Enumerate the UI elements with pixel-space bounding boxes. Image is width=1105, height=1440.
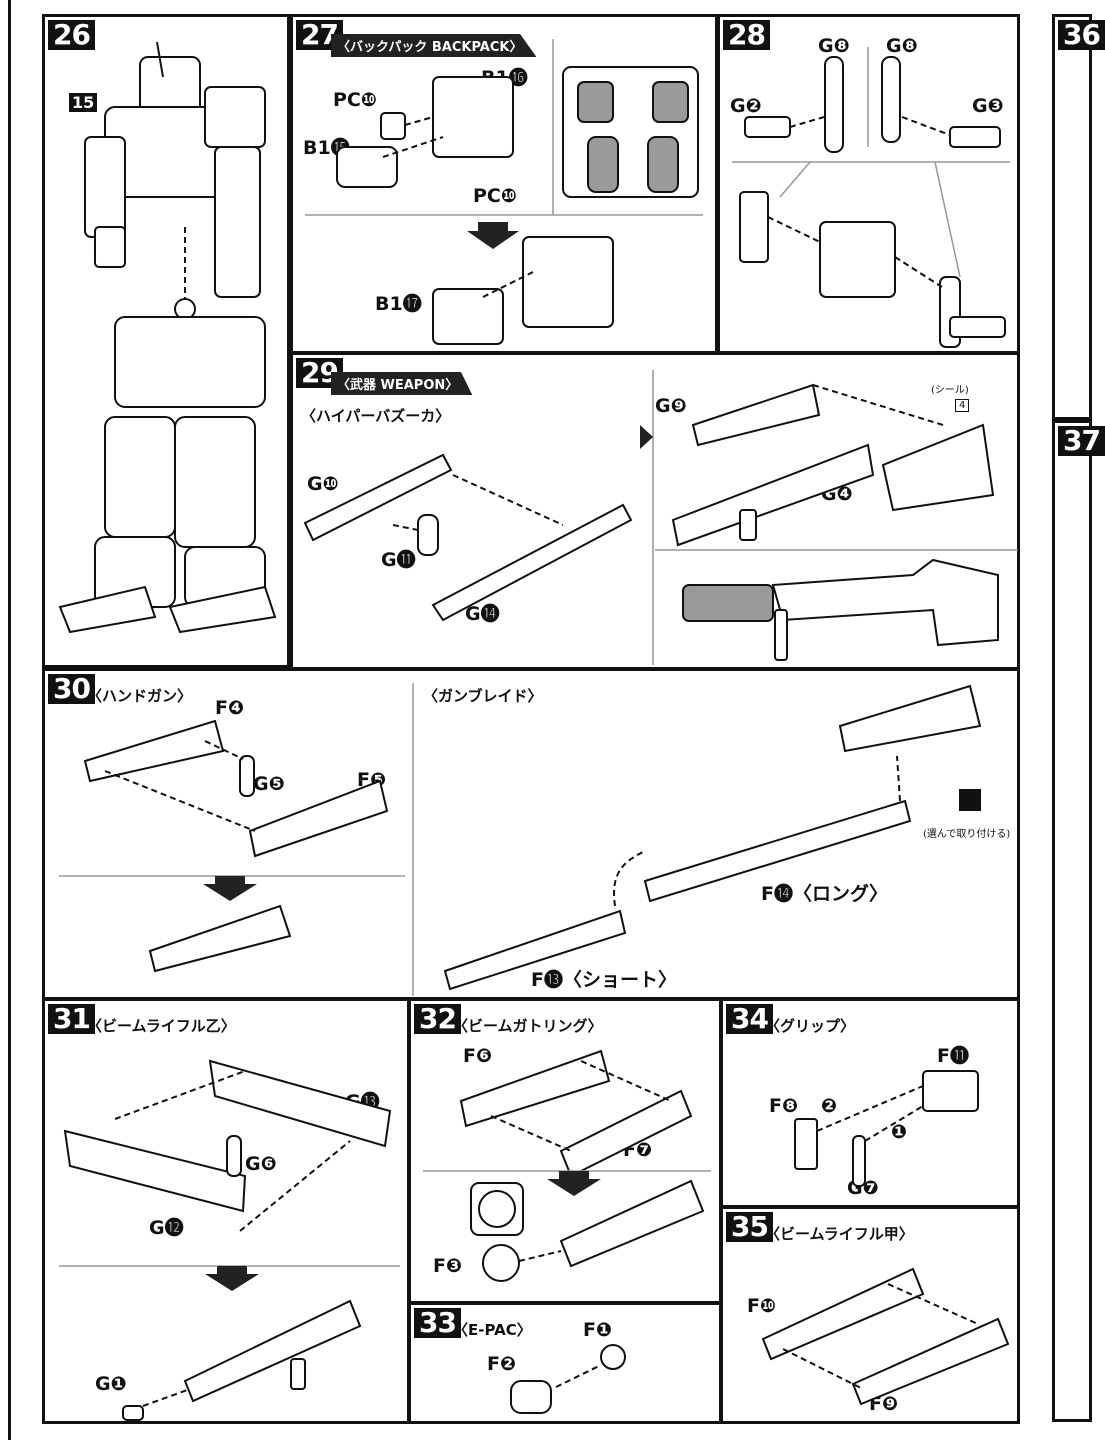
- step-title: 〈バックパック BACKPACK〉: [331, 34, 537, 57]
- step-number: 36: [1058, 20, 1105, 50]
- step-number: 34: [726, 1004, 773, 1034]
- step-number: 28: [723, 20, 770, 50]
- step-37-panel: 37: [1052, 420, 1105, 1422]
- step-title: 〈武器 WEAPON〉: [331, 372, 473, 395]
- order-2-marker: ❷: [821, 1095, 838, 1117]
- step-33-panel: 33 〈E-PAC〉 F❶ F❷: [408, 1302, 722, 1424]
- step-36-panel: 36: [1052, 14, 1105, 420]
- label-g2: G❷: [730, 95, 762, 117]
- step-number: 30: [48, 674, 95, 704]
- label-g6: G❻: [245, 1153, 277, 1175]
- weapon-subtitle: 〈ハイパーバズーカ〉: [301, 407, 451, 425]
- seal-note: (シール): [931, 385, 969, 396]
- step-title: 〈グリップ〉: [765, 1017, 856, 1035]
- step-32-panel: 32 〈ビームガトリング〉 F❻ F❼ F❸: [408, 998, 722, 1304]
- label-g5: G❺: [253, 773, 285, 795]
- gun-blade-subtitle: 〈ガンブレイド〉: [423, 687, 543, 705]
- step-number: 26: [48, 20, 95, 50]
- select-attach-note: (選んで取り付ける): [923, 829, 1011, 840]
- label-g10: G❿: [307, 473, 339, 495]
- joint-parts-illustration: [732, 47, 1010, 348]
- step-35-panel: 35 〈ビームライフル甲〉 F❿ F❾: [720, 1206, 1020, 1424]
- step-34-panel: 34 〈グリップ〉 F⓫ F❽ G❼ ❷ ❶: [720, 998, 1020, 1208]
- seal-number: 4: [955, 399, 970, 412]
- label-f14-long: F⓮〈ロング〉: [761, 883, 888, 905]
- label-f8: F❽: [769, 1095, 799, 1117]
- left-page-edge: [8, 0, 11, 1440]
- step-number: 35: [726, 1212, 773, 1242]
- label-f1: F❶: [583, 1319, 613, 1341]
- beam-rifle-a-illustration: [761, 1267, 1010, 1406]
- label-b1-17: B1⓱: [375, 293, 422, 315]
- step-29-panel: 29 〈武器 WEAPON〉 〈ハイパーバズーカ〉 G❿ G⓫ G⓮ G❾ G❹…: [290, 352, 1020, 670]
- step-26-panel: 26 15: [42, 14, 290, 668]
- step-31-panel: 31 〈ビームライフル乙〉 G⓭ G❻ G⓬ G❶: [42, 998, 410, 1424]
- label-pc10: PC❿: [473, 185, 517, 207]
- step-30-panel: 30 〈ハンドガン〉 〈ガンブレイド〉 F❹ G❺ F❺ F⓮〈ロング〉 F⓭〈…: [42, 668, 1020, 1000]
- label-pc10: PC❿: [333, 89, 377, 111]
- part-badge: 15: [69, 93, 98, 112]
- robot-lower-body-illustration: [58, 227, 277, 634]
- e-pac-illustration: [510, 1344, 626, 1414]
- robot-upper-body-illustration: [84, 41, 266, 298]
- step-28-panel: 28 G❽ G❽ G❷ G❸: [717, 14, 1020, 354]
- order-1-marker: ❶: [891, 1121, 908, 1143]
- label-f6: F❻: [463, 1045, 493, 1067]
- step-title: 〈ビームガトリング〉: [453, 1017, 603, 1035]
- label-g8: G❽: [818, 35, 850, 57]
- step-title: 〈E-PAC〉: [453, 1321, 532, 1339]
- step-27-panel: 27 〈バックパック BACKPACK〉 PC❿ B1⓰ B1⓯ PC❿ B1⓱: [290, 14, 718, 354]
- backpack-parts-illustration: [305, 39, 703, 345]
- label-g14: G⓮: [465, 603, 500, 625]
- hyper-bazooka-illustration: [303, 370, 1018, 665]
- label-f4: F❹: [215, 697, 245, 719]
- handgun-gunblade-illustration: [59, 683, 982, 996]
- step-number: 33: [414, 1308, 461, 1338]
- step-title: 〈ビームライフル乙〉: [87, 1017, 236, 1035]
- label-f10: F❿: [747, 1295, 777, 1317]
- step-title: 〈ハンドガン〉: [87, 687, 193, 705]
- label-g12: G⓬: [149, 1217, 184, 1239]
- beam-rifle-b-illustration: [59, 1059, 400, 1421]
- label-g9: G❾: [655, 395, 687, 417]
- label-f13-short: F⓭〈ショート〉: [531, 969, 677, 991]
- grip-illustration: [794, 1070, 979, 1187]
- label-g1: G❶: [95, 1373, 127, 1395]
- step-number: 31: [48, 1004, 95, 1034]
- label-g11: G⓫: [381, 549, 416, 571]
- step-number: 32: [414, 1004, 461, 1034]
- step-number: 37: [1058, 426, 1105, 456]
- label-f11: F⓫: [937, 1045, 969, 1067]
- label-g8: G❽: [886, 35, 918, 57]
- step-title: 〈ビームライフル甲〉: [765, 1225, 914, 1243]
- label-f2: F❷: [487, 1353, 517, 1375]
- label-g3: G❸: [972, 95, 1004, 117]
- label-f3: F❸: [433, 1255, 463, 1277]
- beam-gatling-illustration: [423, 1049, 711, 1282]
